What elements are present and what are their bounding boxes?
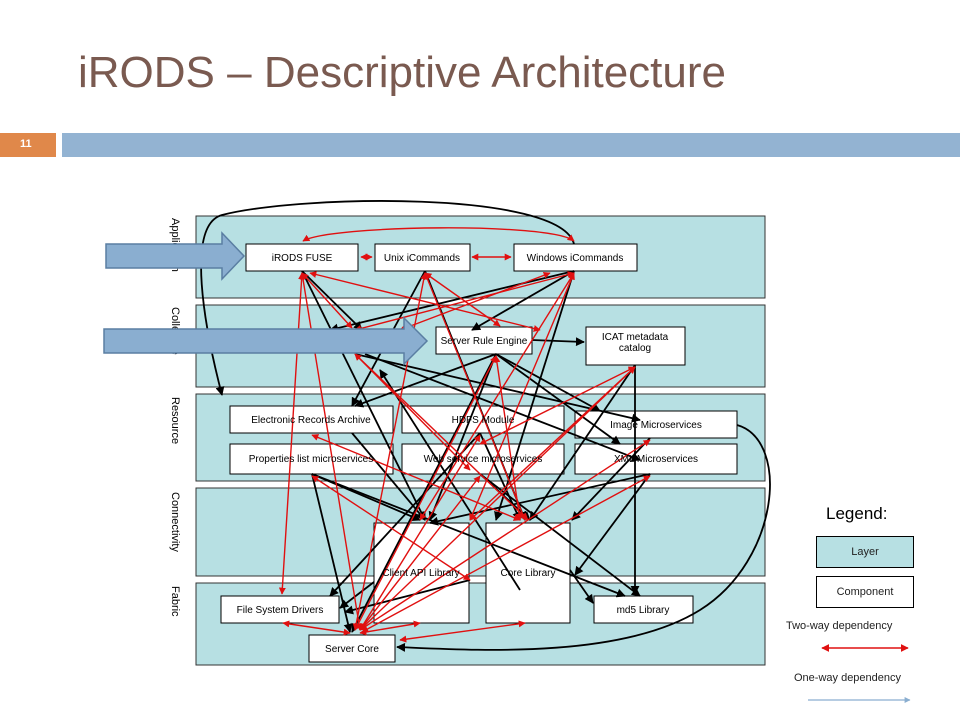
layer-fabric: [195, 582, 766, 666]
component-windows-icommands: [513, 243, 638, 272]
label-client-api: Client API Library: [382, 568, 459, 579]
layer-label-connectivity: Connectivity: [169, 492, 181, 552]
label-server-rule-engine: Server Rule Engine: [441, 336, 528, 347]
label-unix-icommands: Unix iCommands: [384, 253, 460, 264]
label-md5-library: md5 Library: [617, 605, 670, 616]
legend-component-swatch: Component: [816, 576, 914, 608]
slide-number: 11: [20, 138, 32, 150]
label-properties-list: Properties list microservices: [249, 454, 373, 465]
slide-title: iRODS – Descriptive Architecture: [78, 48, 726, 97]
label-windows-icommands: Windows iCommands: [527, 253, 624, 264]
label-electronic-records: Electronic Records Archive: [251, 415, 371, 426]
label-file-system-drivers: File System Drivers: [237, 605, 324, 616]
component-icat-catalog: [585, 326, 686, 366]
legend-title: Legend:: [826, 504, 888, 523]
legend-arrows: [808, 644, 911, 703]
component-labels: iRODS FUSE Unix iCommands Windows iComma…: [237, 253, 702, 655]
layer-label-resource: Resource: [169, 397, 181, 444]
label-irods-fuse: iRODS FUSE: [272, 253, 333, 264]
legend-layer-swatch: Layer: [816, 536, 914, 568]
label-xml-microservices: XML Microservices: [614, 454, 698, 465]
slide-number-bar: 11: [0, 133, 56, 157]
layer-connectivity: [195, 487, 766, 577]
label-core-library: Core Library: [500, 568, 555, 579]
legend-two-way-label: Two-way dependency: [786, 620, 893, 632]
label-hdfs-module: HDFS Module: [452, 415, 515, 426]
legend-one-way-label: One-way dependency: [794, 672, 902, 684]
label-server-core: Server Core: [325, 644, 379, 655]
component-irods-fuse: [245, 243, 359, 272]
layer-label-fabric: Fabric: [169, 586, 181, 617]
label-web-service: Web service microservices: [424, 454, 543, 465]
two-way-dependencies: [278, 227, 651, 643]
component-server-core: [308, 634, 396, 663]
component-unix-icommands: [374, 243, 471, 272]
highlight-arrow-collective: [103, 316, 429, 366]
label-image-microservices: Image Microservices: [610, 420, 702, 431]
header-accent-bar: [62, 133, 960, 157]
highlight-arrows: [103, 231, 429, 366]
highlight-arrow-application: [105, 231, 246, 281]
layer-labels: Application Collective Resource Connecti…: [169, 218, 181, 617]
